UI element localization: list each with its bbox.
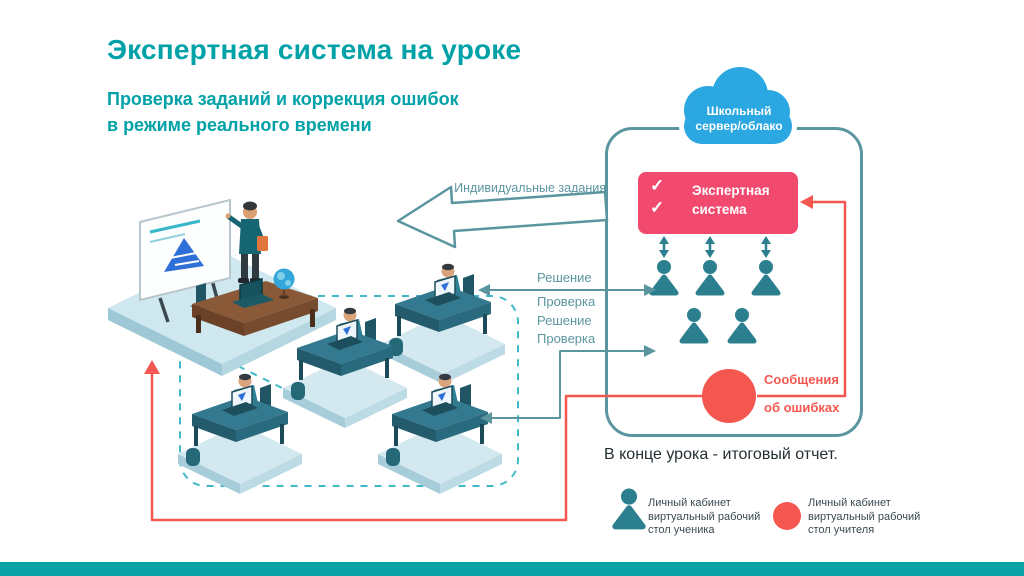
error-message-path — [144, 195, 847, 522]
errors-label-line-2: об ошибках — [764, 400, 840, 415]
legend-teacher-icon — [773, 502, 801, 530]
page-subtitle: Проверка заданий и коррекция ошибок в ре… — [107, 86, 459, 138]
teacher-figure — [225, 201, 268, 283]
sync-arrows — [657, 234, 773, 260]
solution-check-arrow-upper — [478, 284, 656, 296]
check-label-lower: Проверка — [537, 331, 596, 346]
individual-tasks-label: Индивидуальные задания — [454, 181, 606, 195]
expert-system-box — [638, 172, 798, 234]
legend-student-icon — [615, 489, 643, 527]
legend-teacher-line-1: Личный кабинет — [808, 497, 891, 509]
legend-student-text: Личный кабинет виртуальный рабочий стол … — [648, 497, 760, 538]
cloud-label-line-2: сервер/облако — [695, 119, 783, 133]
cloud-icon — [679, 62, 797, 149]
subtitle-line-1: Проверка заданий и коррекция ошибок — [107, 89, 459, 109]
expert-system-label-line-2: система — [692, 202, 747, 217]
cloud-label: Школьный сервер/облако — [681, 104, 797, 134]
whiteboard — [139, 198, 231, 323]
errors-label-line-1: Сообщения — [764, 372, 839, 387]
legend-student-line-3: стол ученика — [648, 524, 715, 536]
teacher-desk — [192, 278, 318, 336]
student-person-icons — [652, 260, 778, 341]
expert-system-label-line-1: Экспертная — [692, 183, 770, 198]
cloud-label-line-1: Школьный — [706, 104, 772, 118]
check-icon: ✓ — [650, 198, 665, 217]
solution-label-upper: Решение — [537, 270, 592, 285]
solution-check-arrow-lower — [480, 345, 656, 424]
solution-label-lower: Решение — [537, 313, 592, 328]
teacher-circle — [702, 369, 756, 423]
legend-student-line-2: виртуальный рабочий — [648, 510, 761, 523]
expert-system-label: Экспертная система — [692, 181, 770, 219]
final-report-note: В конце урока - итоговый отчет. — [604, 446, 838, 463]
subtitle-line-2: в режиме реального времени — [107, 115, 372, 135]
legend-teacher-line-2: виртуальный рабочий — [808, 510, 921, 523]
legend-teacher-line-3: стол учителя — [808, 524, 875, 536]
teacher-zone — [108, 198, 336, 376]
page-title: Экспертная система на уроке — [107, 34, 522, 65]
individual-tasks-arrow — [396, 185, 609, 249]
globe-icon — [273, 268, 295, 299]
student-desk — [381, 264, 505, 384]
check-icon: ✓ — [650, 176, 665, 195]
legend-teacher-text: Личный кабинет виртуальный рабочий стол … — [808, 497, 920, 538]
bottom-accent-bar — [0, 562, 1024, 576]
legend-student-line-1: Личный кабинет — [648, 497, 731, 509]
check-label-upper: Проверка — [537, 294, 596, 309]
